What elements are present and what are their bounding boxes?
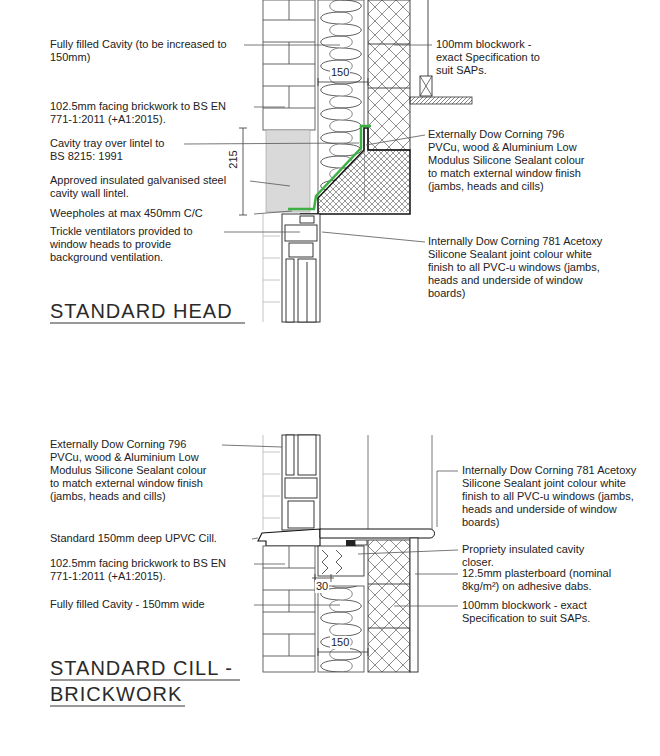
cill-upper-outline — [263, 435, 280, 530]
note-label: 12.5mm plasterboard (nominal 8kg/m²) on … — [462, 567, 648, 593]
note-label: Internally Dow Corning 781 Acetoxy Silic… — [462, 464, 648, 529]
insulated-lintel — [300, 128, 410, 214]
dimension-label: 215 — [227, 149, 240, 169]
cavity-closer — [318, 540, 367, 576]
head-blockwork — [368, 0, 410, 150]
note-label: Weepholes at max 450mm C/C — [50, 207, 250, 220]
plasterboard — [410, 538, 418, 672]
section-title: STANDARD HEAD — [50, 298, 310, 324]
cill-dimension-lines — [312, 574, 368, 656]
dimension-lines — [239, 78, 368, 215]
note-label: 100mm blockwork - exact Specification to… — [462, 599, 612, 625]
cavity-tray — [288, 126, 371, 209]
dimension-label: 150 — [330, 636, 350, 649]
dimension-label: 150 — [330, 66, 350, 79]
head-window-frame — [282, 214, 320, 322]
head-brickwork — [263, 0, 315, 130]
cill-window-frame — [282, 435, 320, 530]
window-board — [320, 529, 435, 538]
cill-brickwork — [263, 546, 315, 672]
leader-lines — [184, 45, 432, 242]
head-brick-jamb — [263, 214, 280, 322]
note-label: 100mm blockwork - exact Specification to… — [436, 38, 554, 77]
note-label: Propriety insulated cavity closer. — [462, 543, 612, 569]
title-underline — [50, 323, 245, 324]
note-label: Internally Dow Corning 781 Acetoxy Silic… — [428, 235, 618, 300]
reveal-lines — [368, 435, 432, 529]
note-label: Trickle ventilators provided to window h… — [50, 225, 220, 264]
dimension-label: 30 — [315, 580, 329, 593]
note-label: Approved insulated galvanised steel cavi… — [50, 174, 246, 200]
upvc-cill — [258, 529, 320, 546]
note-label: 102.5mm facing brickwork to BS EN 771-1:… — [50, 100, 250, 126]
cill-cavity-insulation — [318, 586, 364, 672]
cill-leader-lines — [222, 445, 458, 606]
note-label: 102.5mm facing brickwork to BS EN 771-1:… — [50, 557, 250, 583]
note-label: Externally Dow Corning 796 PVCu, wood & … — [428, 128, 596, 193]
note-label: Fully filled Cavity (to be increased to … — [50, 38, 240, 64]
note-label: Fully filled Cavity - 150mm wide — [50, 598, 250, 611]
note-label: Standard 150mm deep UPVC Cill. — [50, 532, 250, 545]
note-label: Externally Dow Corning 796 PVCu, wood & … — [50, 438, 218, 503]
note-label: Cavity tray over lintel to BS 8215: 1991 — [50, 137, 180, 163]
lintel-face — [266, 130, 310, 212]
section-title: STANDARD CILL - BRICKWORK — [50, 655, 250, 707]
